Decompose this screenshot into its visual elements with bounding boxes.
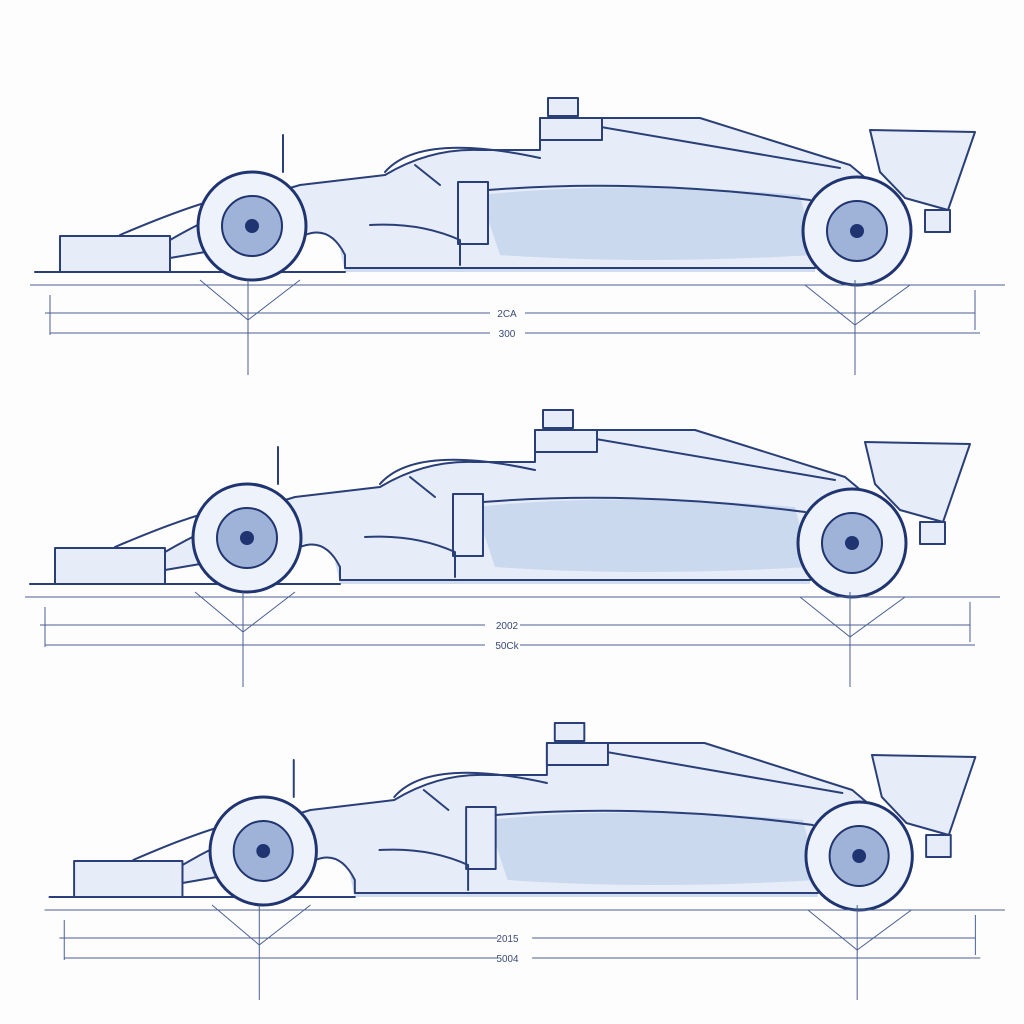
car-side-view	[43, 721, 1007, 1002]
dimension-label-bottom: 300	[499, 329, 516, 340]
car-drawing-2: 2002 50Ck	[23, 408, 1002, 689]
car-drawing-1: 2CA 300	[28, 96, 1007, 377]
dimension-label-top: 2CA	[497, 309, 517, 320]
dimension-label-top: 2002	[496, 621, 519, 632]
dimension-label-bottom: 50Ck	[495, 641, 519, 652]
car-drawing-3: 2015 5004	[43, 721, 1007, 1002]
dimension-label-bottom: 5004	[497, 954, 519, 965]
dimension-label-top: 2015	[497, 934, 519, 945]
car-side-view	[28, 96, 1007, 377]
